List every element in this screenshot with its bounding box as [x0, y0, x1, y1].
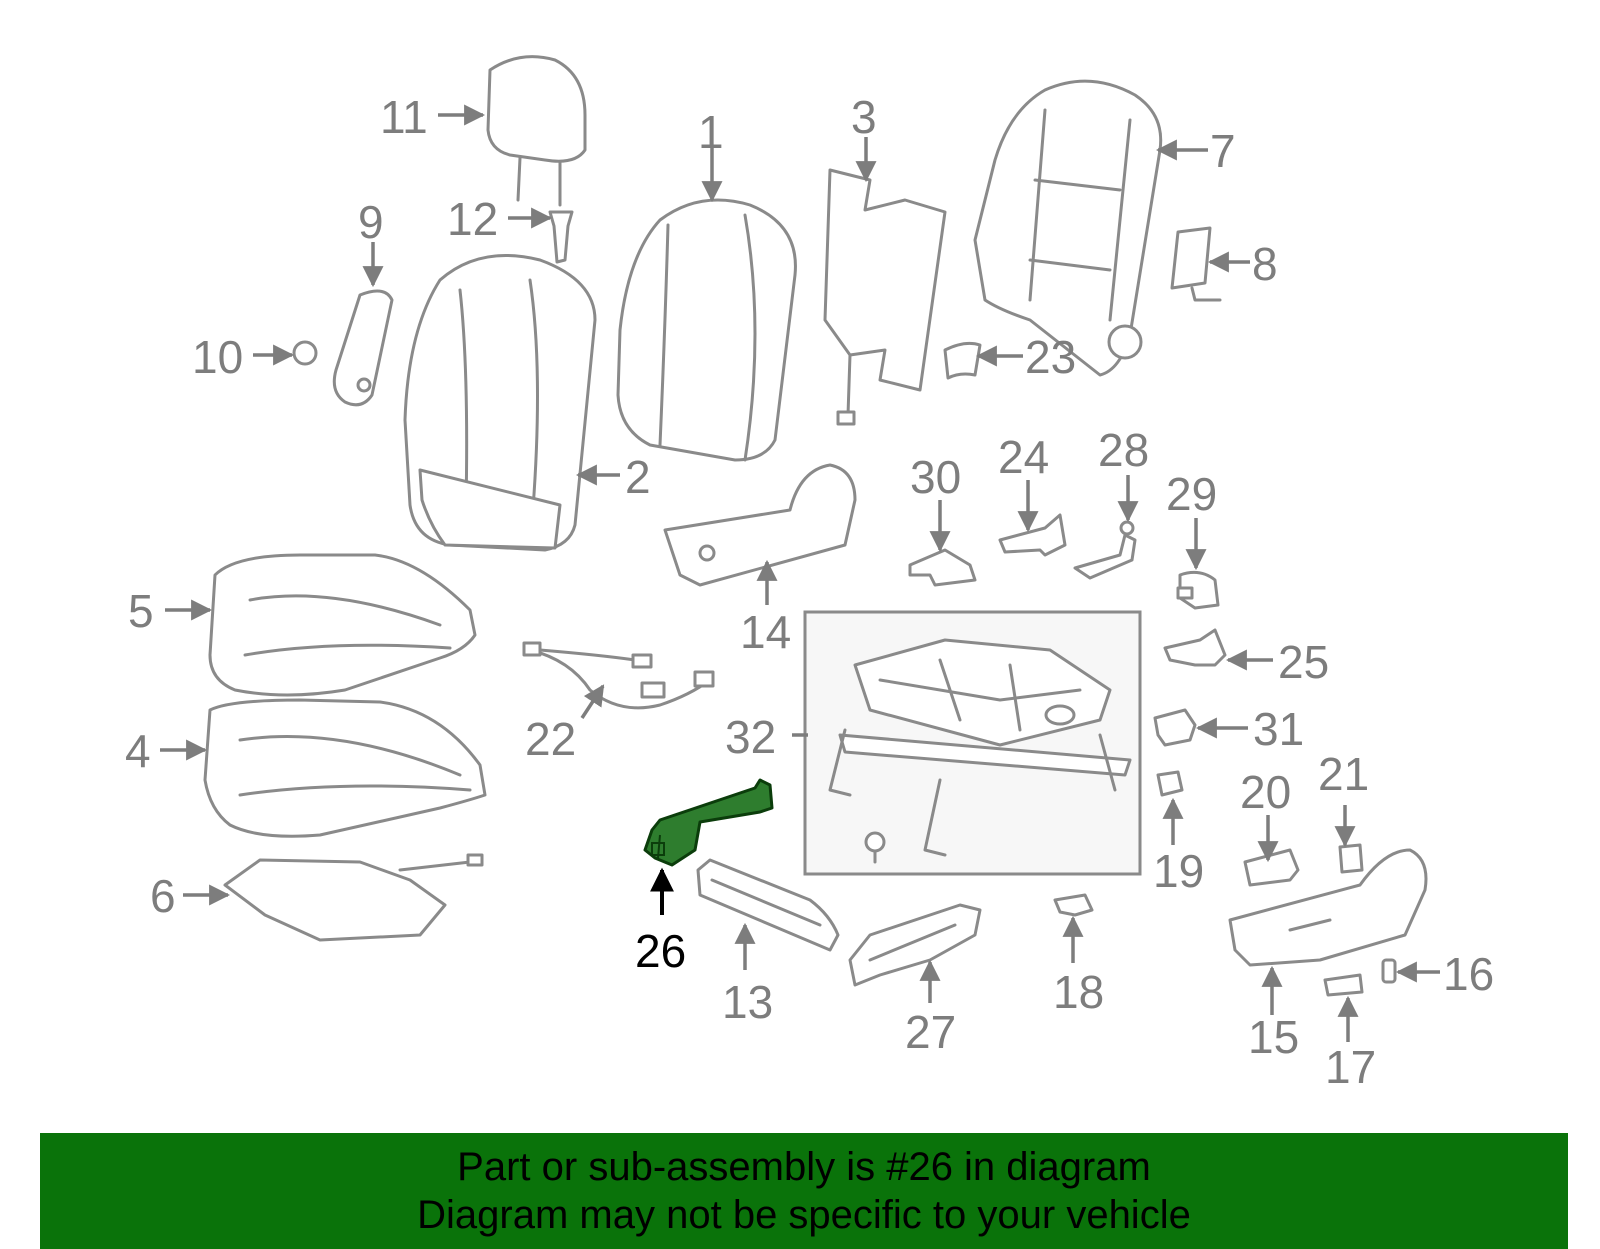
label-1: 1 — [698, 106, 724, 158]
part-13-panel[interactable] — [696, 858, 840, 952]
label-32: 32 — [725, 711, 776, 763]
label-27: 27 — [905, 1006, 956, 1058]
label-9: 9 — [358, 196, 384, 248]
part-29-bracket[interactable] — [1176, 570, 1220, 610]
part-32-seat-adjuster[interactable] — [803, 610, 1142, 876]
label-30: 30 — [910, 451, 961, 503]
label-31: 31 — [1253, 703, 1304, 755]
label-4: 4 — [125, 725, 151, 777]
label-2: 2 — [625, 451, 651, 503]
part-18-clip[interactable] — [1053, 893, 1094, 917]
label-15: 15 — [1248, 1011, 1299, 1063]
banner-line-disclaimer: Diagram may not be specific to your vehi… — [417, 1193, 1191, 1237]
part-9-side-cover[interactable] — [332, 289, 394, 407]
label-13: 13 — [722, 976, 773, 1028]
part-31-bracket[interactable] — [1153, 708, 1197, 747]
part-16-cap[interactable] — [1381, 958, 1397, 984]
label-28: 28 — [1098, 424, 1149, 476]
part-5-cushion-cover[interactable] — [208, 553, 477, 697]
label-24: 24 — [998, 431, 1049, 483]
label-26: 26 — [635, 925, 686, 977]
label-7: 7 — [1210, 125, 1236, 177]
part-28-bracket[interactable] — [1073, 520, 1137, 580]
part-25-bracket[interactable] — [1163, 628, 1227, 667]
label-8: 8 — [1252, 238, 1278, 290]
part-22-wire-harness[interactable] — [522, 641, 715, 710]
part-12-headrest-guide[interactable] — [548, 210, 574, 264]
part-14-side-shield[interactable] — [663, 463, 857, 587]
label-6: 6 — [150, 870, 176, 922]
part-6-cushion-heater[interactable] — [223, 853, 484, 942]
banner-line-part: Part or sub-assembly is #26 in diagram — [457, 1145, 1151, 1189]
label-11: 11 — [380, 91, 428, 143]
part-26-highlighted[interactable] — [643, 778, 774, 867]
callout-labels: 11 1 3 7 12 9 8 10 23 2 30 24 28 29 5 14… — [125, 91, 1494, 1093]
label-25: 25 — [1278, 636, 1329, 688]
part-1-seatback-pad[interactable] — [616, 198, 797, 462]
label-5: 5 — [128, 585, 154, 637]
part-21-knob[interactable] — [1338, 843, 1364, 874]
label-16: 16 — [1443, 948, 1494, 1000]
part-30-bracket[interactable] — [908, 548, 977, 587]
part-3-seat-heater[interactable] — [823, 168, 947, 426]
part-8-module[interactable] — [1170, 226, 1222, 302]
label-10: 10 — [192, 331, 243, 383]
parts-diagram: 11 1 3 7 12 9 8 10 23 2 30 24 28 29 5 14… — [125, 55, 1494, 1093]
label-19: 19 — [1153, 845, 1204, 897]
part-11-headrest[interactable] — [486, 55, 587, 207]
label-20: 20 — [1240, 766, 1291, 818]
part-2-seatback-cover[interactable] — [403, 254, 597, 552]
info-banner: Part or sub-assembly is #26 in diagram D… — [40, 1133, 1568, 1249]
label-17: 17 — [1325, 1041, 1376, 1093]
part-10-clip[interactable] — [292, 340, 318, 366]
label-23: 23 — [1025, 331, 1076, 383]
label-29: 29 — [1166, 468, 1217, 520]
leader-arrows — [160, 104, 1440, 1042]
label-18: 18 — [1053, 966, 1104, 1018]
label-14: 14 — [740, 606, 791, 658]
label-21: 21 — [1318, 748, 1369, 800]
label-3: 3 — [851, 91, 877, 143]
part-24-bracket[interactable] — [998, 513, 1067, 557]
label-12: 12 — [447, 193, 498, 245]
part-20-switch[interactable] — [1243, 848, 1300, 887]
label-22: 22 — [525, 713, 576, 765]
part-7-seatback-frame[interactable] — [973, 79, 1163, 377]
part-4-cushion-pad[interactable] — [203, 698, 487, 838]
part-15-outer-shield[interactable] — [1228, 848, 1428, 967]
part-23-bracket[interactable] — [943, 341, 982, 380]
part-19-clip[interactable] — [1156, 770, 1184, 797]
part-17-knob[interactable] — [1323, 973, 1364, 997]
part-27-side-trim[interactable] — [848, 903, 982, 987]
